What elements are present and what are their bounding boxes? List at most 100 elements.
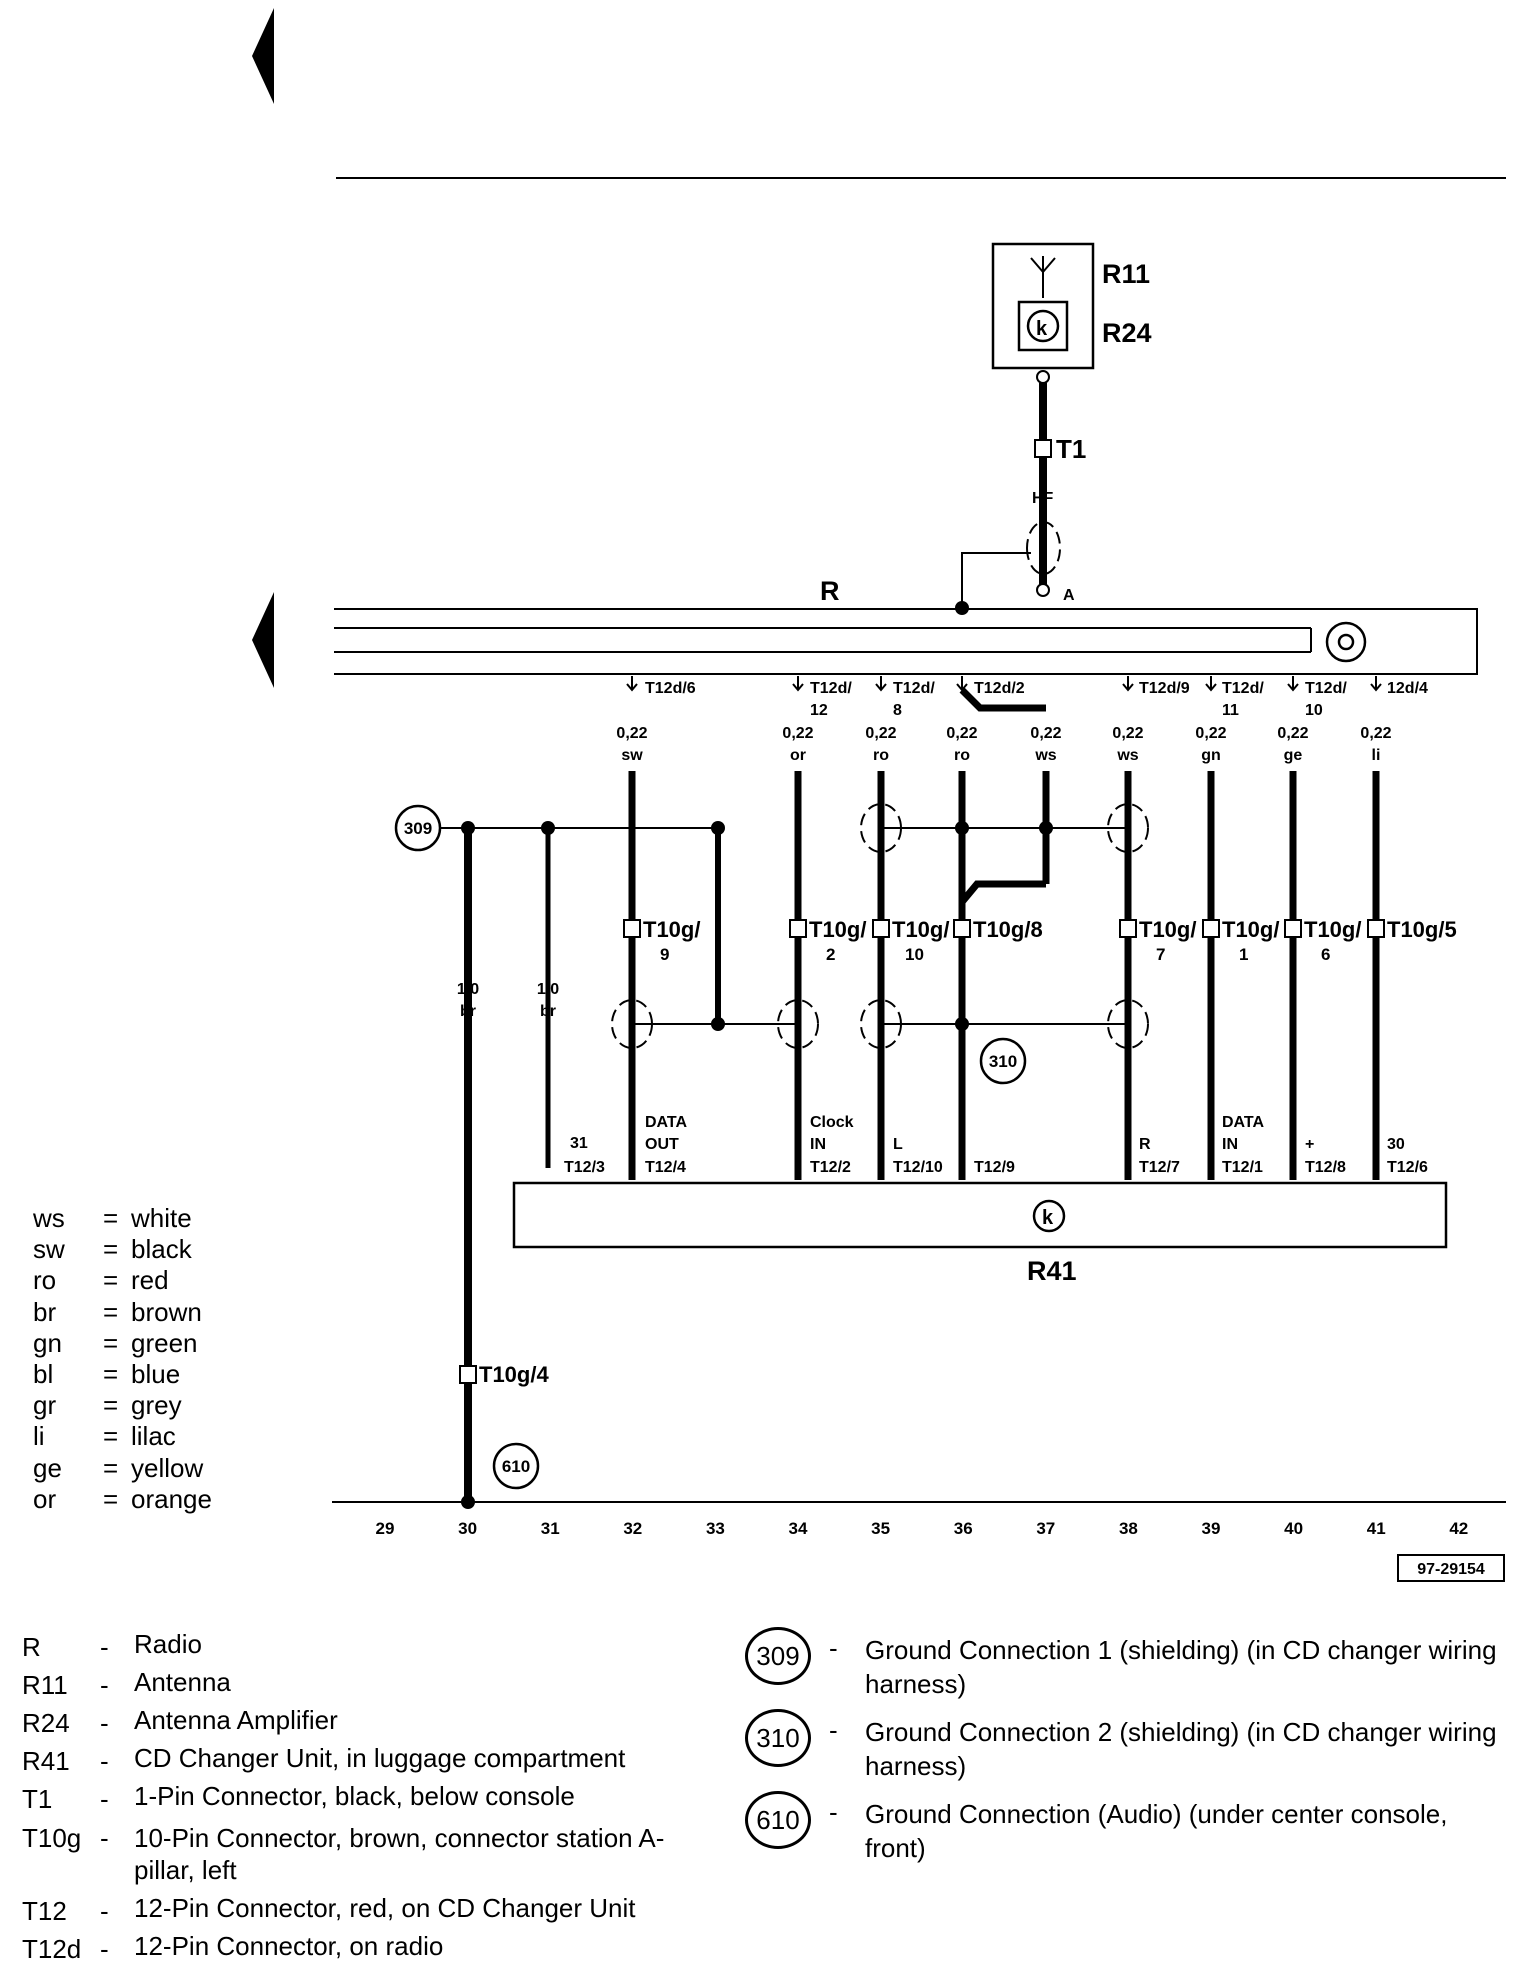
legend-row: bl=blue — [33, 1359, 212, 1390]
legend-row: ws = white — [33, 1203, 212, 1234]
ground-309: 309 — [394, 804, 442, 852]
svg-text:T10g/4: T10g/4 — [479, 1362, 549, 1387]
label-r24: R24 — [1102, 318, 1152, 348]
svg-text:T10g/: T10g/ — [1304, 917, 1361, 942]
svg-text:0,22: 0,22 — [782, 725, 813, 742]
svg-text:310: 310 — [989, 1052, 1017, 1071]
svg-text:k: k — [1036, 318, 1048, 340]
key-row: R-Radio — [22, 1628, 724, 1666]
page-marker-mid — [252, 592, 274, 688]
svg-text:T12/4: T12/4 — [645, 1159, 686, 1176]
scale-number: 32 — [623, 1519, 642, 1538]
svg-text:10: 10 — [905, 945, 924, 964]
legend-code: sw — [33, 1234, 65, 1265]
legend-name: white — [131, 1203, 192, 1233]
key-code: T12 — [22, 1896, 67, 1926]
cd-changer-icon — [1032, 1199, 1066, 1233]
label-t1: T1 — [1056, 434, 1086, 464]
legend-eq: = — [103, 1265, 119, 1296]
svg-text:li: li — [1372, 747, 1381, 764]
svg-text:T10g/: T10g/ — [643, 917, 700, 942]
svg-text:ro: ro — [954, 747, 970, 764]
scale-number: 38 — [1119, 1519, 1138, 1538]
svg-text:12: 12 — [810, 702, 828, 719]
key-row: T12-12-Pin Connector, red, on CD Changer… — [22, 1892, 724, 1930]
svg-text:ws: ws — [1116, 747, 1138, 764]
svg-text:OUT: OUT — [645, 1136, 679, 1153]
doc-id: 97-29154 — [1417, 1561, 1485, 1578]
svg-text:0,22: 0,22 — [616, 725, 647, 742]
legend-eq: = — [103, 1234, 119, 1265]
svg-text:0,22: 0,22 — [946, 725, 977, 742]
svg-text:T12d/9: T12d/9 — [1139, 680, 1190, 697]
ground-key-row: 610-Ground Connection (Audio) (under cen… — [745, 1791, 1505, 1865]
key-desc: 1-Pin Connector, black, below console — [134, 1781, 575, 1811]
key-desc: Antenna Amplifier — [134, 1705, 338, 1735]
svg-text:gn: gn — [1201, 747, 1221, 764]
key-code: R24 — [22, 1708, 70, 1738]
svg-text:DATA: DATA — [645, 1114, 688, 1131]
svg-text:T12d/: T12d/ — [1305, 680, 1347, 697]
svg-text:or: or — [790, 747, 806, 764]
svg-text:k: k — [1042, 1207, 1054, 1229]
svg-text:6: 6 — [1321, 945, 1330, 964]
legend-row: gr=grey — [33, 1390, 212, 1421]
key-desc: Radio — [134, 1629, 202, 1659]
legend-code: ge — [33, 1452, 62, 1483]
ground-610: 610 — [492, 1442, 540, 1490]
svg-text:1: 1 — [1239, 945, 1248, 964]
key-dash: - — [100, 1823, 109, 1853]
legend-name: lilac — [131, 1421, 176, 1452]
scale-number: 42 — [1449, 1519, 1468, 1538]
svg-text:0,22: 0,22 — [865, 725, 896, 742]
svg-text:30: 30 — [1387, 1136, 1405, 1153]
key-dash: - — [100, 1896, 109, 1926]
svg-text:T12/1: T12/1 — [1222, 1159, 1263, 1176]
svg-text:10: 10 — [1305, 702, 1323, 719]
ground-num: 309 — [745, 1627, 811, 1685]
shield-ellipses — [611, 803, 1149, 1049]
shield-lines — [632, 827, 1128, 1045]
legend-eq: = — [103, 1390, 119, 1421]
radio-pin-arrows — [626, 676, 1382, 692]
ground-key-row: 310-Ground Connection 2 (shielding) (in … — [745, 1709, 1505, 1783]
scale-number: 35 — [871, 1519, 890, 1538]
radio-pin-labels: T12d/6 T12d/12 T12d/8 T12d/2 T12d/9 T12d… — [645, 680, 1428, 719]
svg-text:T12/6: T12/6 — [1387, 1159, 1428, 1176]
legend-eq: = — [103, 1421, 119, 1452]
legend-code: li — [33, 1421, 45, 1452]
legend-row: br=brown — [33, 1297, 212, 1328]
svg-text:1,0: 1,0 — [457, 981, 479, 998]
key-dash: - — [829, 1633, 838, 1663]
svg-text:sw: sw — [621, 747, 643, 764]
svg-text:1,0: 1,0 — [537, 981, 559, 998]
legend-eq: = — [103, 1359, 119, 1390]
legend-eq: = — [103, 1327, 119, 1358]
legend-name: red — [131, 1265, 169, 1296]
scale-number: 39 — [1202, 1519, 1221, 1538]
svg-text:T12d/6: T12d/6 — [645, 680, 696, 697]
legend-code: or — [33, 1483, 57, 1514]
radio-knob-icon — [1325, 621, 1367, 663]
svg-text:br: br — [540, 1003, 556, 1020]
key-code: T10g — [22, 1823, 82, 1853]
key-row: R24-Antenna Amplifier — [22, 1704, 724, 1742]
legend-code: bl — [33, 1359, 54, 1390]
svg-text:T12d/2: T12d/2 — [974, 680, 1025, 697]
label-hf: HF — [1032, 490, 1054, 507]
key-code: R — [22, 1632, 41, 1662]
key-dash: - — [100, 1670, 109, 1700]
key-row: T10g-10-Pin Connector, brown, connector … — [22, 1822, 724, 1886]
legend-eq: = — [103, 1296, 119, 1327]
scale-number: 41 — [1367, 1519, 1386, 1538]
svg-text:31: 31 — [570, 1135, 588, 1152]
legend-code: ws — [33, 1203, 65, 1233]
legend-eq: = — [103, 1203, 119, 1233]
svg-text:T10g/: T10g/ — [892, 917, 949, 942]
key-row: T12d-12-Pin Connector, on radio — [22, 1930, 724, 1968]
